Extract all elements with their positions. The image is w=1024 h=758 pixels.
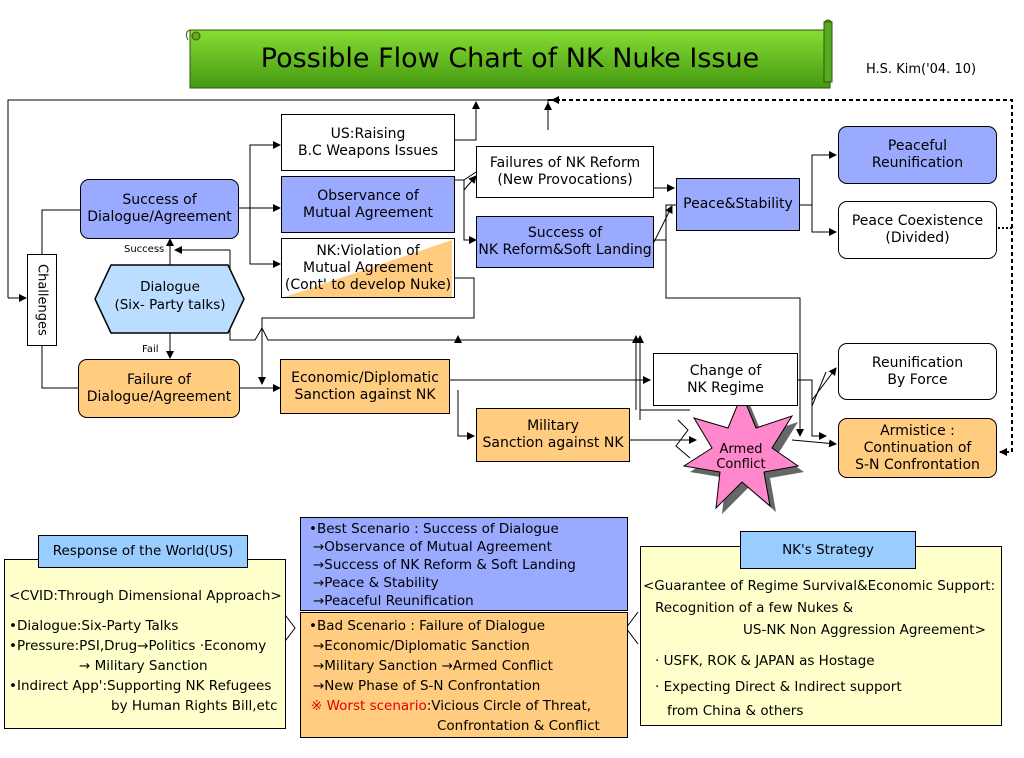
failure-dialogue-box: Failure of Dialogue/Agreement	[78, 359, 240, 418]
peace-coexistence-box: Peace Coexistence (Divided)	[838, 201, 997, 259]
best-line-reform: →Success of NK Reform & Soft Landing	[313, 557, 576, 573]
peace-stability-label: Peace&Stability	[683, 196, 793, 212]
dialogue-label: Dialogue (Six- Party talks)	[96, 278, 244, 314]
world-header-label: Response of the World(US)	[52, 543, 234, 559]
best-scenario-panel: •Best Scenario : Success of Dialogue →Ob…	[300, 517, 628, 611]
dialogue-line2: (Six- Party talks)	[114, 297, 226, 313]
observance-box: Observance of Mutual Agreement	[281, 176, 455, 233]
bad-worst-line: ※ Worst scenario:Vicious Circle of Threa…	[309, 696, 627, 716]
dialogue-hexagon	[94, 264, 245, 334]
bad-line-military: →Military Sanction →Armed Conflict	[313, 658, 553, 674]
nk-header-label: NK's Strategy	[782, 541, 874, 558]
armistice-line3: S-N Confrontation	[855, 456, 980, 473]
bad-title: •Bad Scenario : Failure of Dialogue	[309, 618, 546, 634]
author-credit: H.S. Kim('04. 10)	[866, 62, 977, 77]
econ-sanction-box: Economic/Diplomatic Sanction against NK	[280, 359, 450, 414]
econ-sanction-line1: Economic/Diplomatic	[291, 369, 439, 386]
world-response-header: Response of the World(US)	[38, 535, 248, 568]
success-branch-label: Success	[124, 244, 165, 255]
best-title: •Best Scenario : Success of Dialogue	[309, 521, 559, 537]
flow-lines	[7, 96, 1013, 459]
violation-line1: NK:Violation of	[316, 242, 420, 259]
nk-agreement: US-NK Non Aggression Agreement>	[743, 622, 986, 638]
econ-sanction-line2: Sanction against NK	[294, 386, 436, 403]
armistice-line2: Continuation of	[863, 439, 972, 456]
violation-line3: (Cont' to develop Nuke)	[284, 276, 452, 293]
dialogue-line1: Dialogue	[140, 279, 200, 295]
nk-line-china: from China & others	[667, 703, 804, 719]
world-line-indirect: •Indirect App':Supporting NK Refugees	[9, 678, 272, 694]
observance-line1: Observance of	[317, 187, 419, 204]
violation-line2: Mutual Agreement	[303, 259, 433, 276]
nk-guarantee: <Guarantee of Regime Survival&Economic S…	[643, 578, 996, 594]
success-dialogue-line1: Success of	[122, 192, 197, 208]
world-lines: •Dialogue:Six-Party Talks •Pressure:PSI,…	[9, 616, 285, 716]
failures-reform-box: Failures of NK Reform (New Provocations)	[476, 146, 654, 198]
failure-dialogue-line1: Failure of	[126, 371, 191, 388]
worst-scenario-text: :Vicious Circle of Threat,	[426, 698, 592, 714]
military-sanction-line1: Military	[527, 418, 579, 434]
failure-dialogue-line2: Dialogue/Agreement	[86, 388, 232, 405]
reunification-force-box: Reunification By Force	[838, 343, 997, 400]
page-title: Possible Flow Chart of NK Nuke Issue	[260, 43, 760, 74]
success-reform-line2: NK Reform&Soft Landing	[478, 242, 652, 258]
failures-reform-line2: (New Provocations)	[497, 172, 633, 188]
nk-line-support: · Expecting Direct & Indirect support	[655, 679, 902, 695]
us-raising-line1: US:Raising	[330, 125, 406, 142]
armed-conflict-line2: Conflict	[716, 457, 766, 472]
world-line-military: → Military Sanction	[79, 658, 208, 674]
change-regime-line1: Change of	[689, 362, 762, 379]
worst-scenario-text2: Confrontation & Conflict	[437, 718, 600, 734]
reunification-force-line1: Reunification	[871, 354, 964, 371]
world-line-dialogue: •Dialogue:Six-Party Talks	[9, 618, 179, 634]
bad-line-econ: →Economic/Diplomatic Sanction	[313, 638, 530, 654]
us-raising-box: US:Raising B.C Weapons Issues	[281, 114, 455, 171]
peace-stability-box: Peace&Stability	[676, 178, 800, 231]
reunification-force-line2: By Force	[887, 371, 948, 388]
armistice-box: Armistice : Continuation of S-N Confront…	[838, 418, 997, 478]
armed-conflict-burst	[682, 392, 804, 514]
fail-branch-label: Fail	[142, 344, 159, 355]
challenges-box: Challenges	[27, 254, 57, 346]
best-line-peace: →Peace & Stability	[313, 575, 439, 591]
observance-line2: Mutual Agreement	[303, 204, 433, 221]
violation-corner-fill	[282, 240, 452, 298]
peace-coexistence-line2: (Divided)	[885, 230, 950, 246]
best-line-observance: →Observance of Mutual Agreement	[313, 539, 552, 555]
violation-box: NK:Violation of Mutual Agreement (Cont' …	[281, 238, 455, 298]
success-dialogue-line2: Dialogue/Agreement	[87, 209, 232, 225]
challenges-label: Challenges	[34, 264, 50, 336]
world-cvid: <CVID:Through Dimensional Approach>	[9, 588, 282, 604]
failures-reform-line1: Failures of NK Reform	[489, 155, 641, 171]
best-line-reunification: →Peaceful Reunification	[313, 593, 474, 609]
military-sanction-line2: Sanction against NK	[482, 435, 624, 451]
military-sanction-box: Military Sanction against NK	[476, 408, 630, 462]
armistice-line1: Armistice :	[880, 422, 955, 439]
nk-recognition: Recognition of a few Nukes &	[655, 600, 854, 616]
worst-scenario-label: ※ Worst scenario	[311, 698, 427, 714]
title-banner	[185, 19, 833, 89]
armed-conflict-label: Armed Conflict	[700, 442, 782, 472]
peaceful-reunification-line1: Peaceful	[887, 138, 948, 154]
armed-conflict-line1: Armed	[719, 442, 763, 457]
world-line-rights: by Human Rights Bill,etc	[111, 698, 278, 714]
peace-coexistence-line1: Peace Coexistence	[851, 213, 984, 229]
change-regime-box: Change of NK Regime	[653, 353, 798, 406]
success-reform-line1: Success of	[527, 225, 603, 241]
success-reform-box: Success of NK Reform&Soft Landing	[476, 216, 654, 268]
peaceful-reunification-box: Peaceful Reunification	[838, 126, 997, 184]
peaceful-reunification-line2: Reunification	[871, 155, 964, 171]
change-regime-line2: NK Regime	[687, 379, 764, 396]
nk-strategy-panel: <Guarantee of Regime Survival&Economic S…	[640, 546, 1002, 726]
world-response-panel: <CVID:Through Dimensional Approach> •Dia…	[4, 559, 286, 729]
nk-strategy-header: NK's Strategy	[740, 531, 916, 569]
bad-scenario-panel: •Bad Scenario : Failure of Dialogue →Eco…	[300, 612, 628, 738]
success-dialogue-box: Success of Dialogue/Agreement	[80, 179, 239, 239]
chevron-left-icon	[282, 611, 296, 645]
world-line-pressure: •Pressure:PSI,Drug→Politics ·Economy	[9, 638, 267, 654]
us-raising-line2: B.C Weapons Issues	[297, 142, 439, 159]
nk-line-hostage: · USFK, ROK & JAPAN as Hostage	[655, 653, 875, 669]
bad-line-confrontation: →New Phase of S-N Confrontation	[313, 678, 541, 694]
